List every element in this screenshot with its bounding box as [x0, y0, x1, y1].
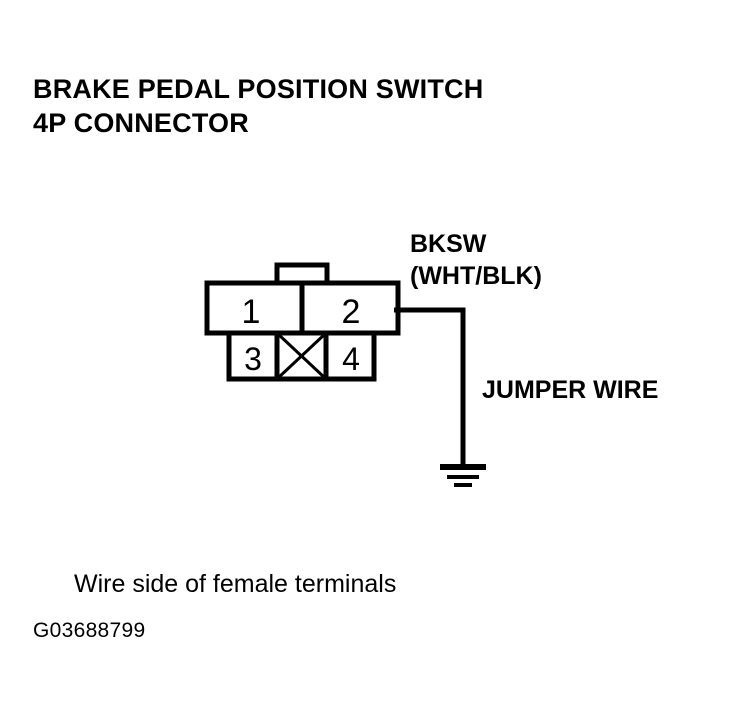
connector-diagram: 1 2 3 4	[203, 260, 403, 385]
jumper-wire-path	[394, 307, 466, 466]
jumper-wire-diagram	[392, 300, 502, 495]
terminal-label-4: 4	[342, 341, 360, 377]
jumper-wire-svg	[394, 307, 486, 487]
circuit-label: BKSW (WHT/BLK)	[410, 228, 542, 292]
figure-id: G03688799	[33, 619, 146, 642]
connector-locking-tab	[274, 262, 330, 283]
page-title: BRAKE PEDAL POSITION SWITCH 4P CONNECTOR	[33, 72, 483, 140]
terminal-label-2: 2	[342, 293, 361, 331]
terminal-label-3: 3	[244, 341, 262, 377]
page-title-line-2: 4P CONNECTOR	[33, 108, 249, 138]
connector-lower-row	[226, 330, 377, 382]
wire-color-code: (WHT/BLK)	[410, 262, 542, 290]
connector-svg: 1 2 3 4	[204, 262, 401, 382]
blank-cavity-x-cross-icon	[276, 332, 327, 380]
terminal-label-1: 1	[242, 293, 261, 331]
page-title-line-1: BRAKE PEDAL POSITION SWITCH	[33, 74, 484, 104]
chassis-ground-icon	[440, 464, 486, 487]
diagram-caption: Wire side of female terminals	[74, 570, 397, 598]
jumper-wire-label: JUMPER WIRE	[482, 376, 659, 404]
circuit-name: BKSW	[410, 230, 487, 258]
